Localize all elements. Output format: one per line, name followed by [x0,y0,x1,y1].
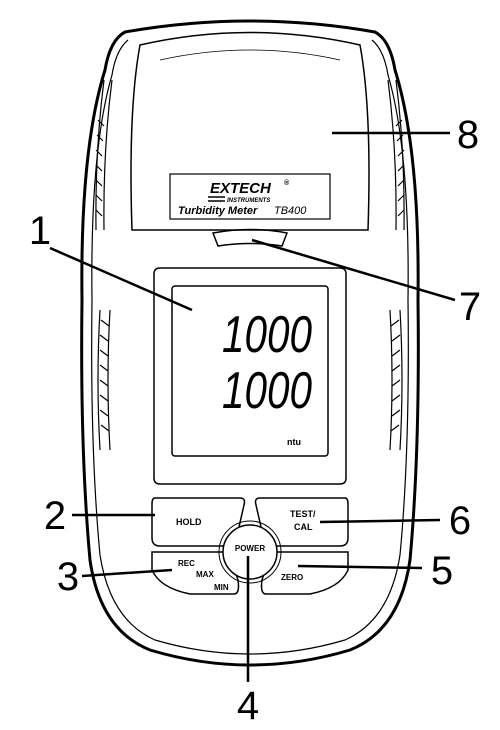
lid [130,31,370,231]
leader-7 [251,238,456,302]
callout-7: 7 [459,285,481,329]
lcd-unit: ntu [287,437,301,447]
lcd-reading-2: 1000 [222,362,312,420]
lcd-screen [171,285,329,457]
max-label: MAX [196,570,214,579]
keypad: HOLD TEST/ CAL REC MAX MIN ZERO POWER [151,497,349,595]
leader-6 [319,518,441,524]
lid-latch[interactable] [211,228,289,247]
leader-5 [297,564,423,570]
lcd-reading-1: 1000 [222,306,312,364]
brand-sub: INSTRUMENTS [227,198,270,204]
zero-label: ZERO [281,573,303,582]
rec-label: REC [178,559,195,568]
callout-6: 6 [449,499,471,543]
cal-label: CAL [294,522,313,532]
hold-label: HOLD [176,517,202,527]
power-button[interactable] [222,524,278,580]
left-grip [95,79,113,451]
power-label: POWER [235,544,265,553]
product-name: Turbidity Meter [178,205,258,217]
lid-shade [159,49,341,61]
meter-body-inner [91,39,409,655]
test-label: TEST/ [290,509,316,519]
model-name: TB400 [274,205,307,217]
brand-trademark: ® [284,179,290,187]
callout-4: 4 [237,684,259,728]
callout-1: 1 [29,209,51,253]
callout-2: 2 [44,494,66,538]
min-label: MIN [214,583,229,592]
leader-1 [49,246,193,312]
right-grip [387,79,405,451]
power-button-ring [218,520,282,584]
display-bezel [153,267,347,485]
leader-3 [81,568,173,578]
callout-5: 5 [431,549,453,593]
callout-8: 8 [457,113,479,157]
brand-name: EXTECH [210,180,272,197]
callout-3: 3 [57,555,79,599]
test-cal-button[interactable] [254,497,349,547]
leader-lines [49,131,456,682]
meter-body [80,19,420,667]
brand-plate [169,173,331,220]
